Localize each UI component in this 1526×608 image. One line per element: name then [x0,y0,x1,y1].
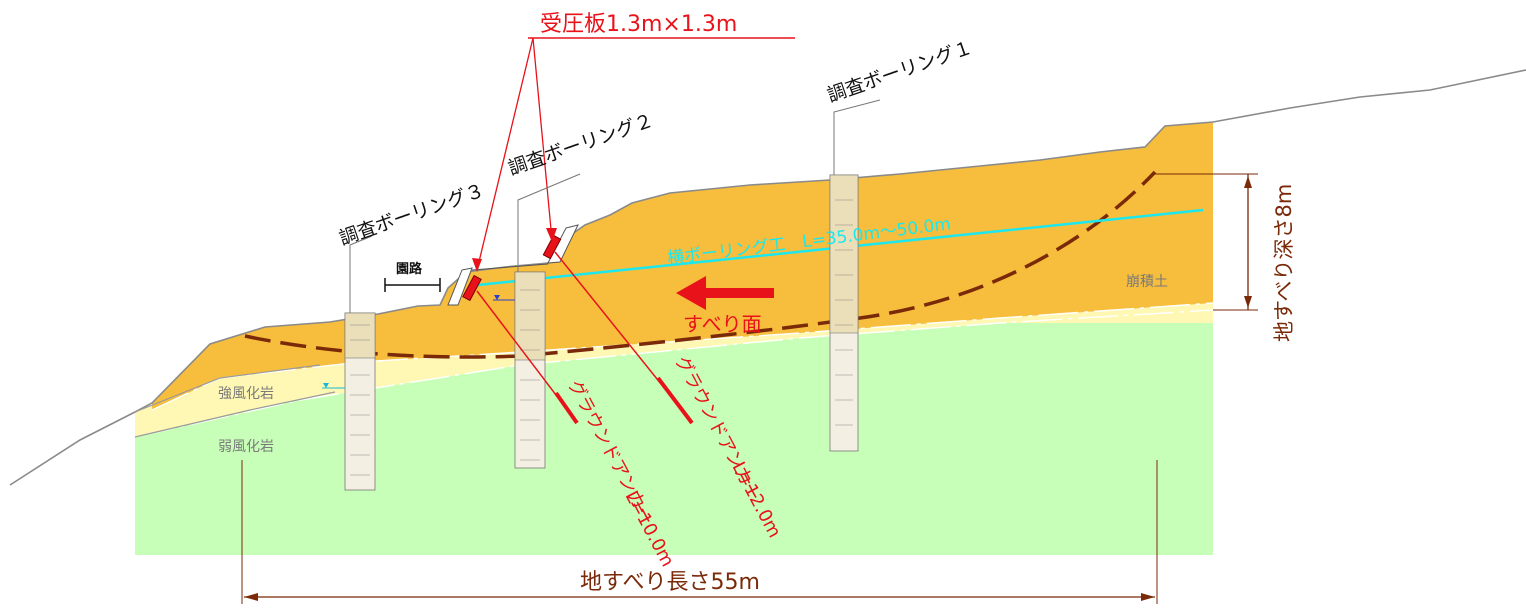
boring3-label: 調査ボーリング３ [336,179,487,249]
retaining-wall-lower [447,267,473,306]
borehole-3 [344,312,376,491]
rock-outline-line-2 [134,391,336,438]
pressure-plate-leader-2 [532,37,553,241]
pressure-plate-upper [542,234,562,260]
left-arrow-icon [676,276,774,310]
boring2-label: 調査ボーリング２ [505,109,656,179]
leader-arrowhead-2 [546,228,557,242]
road-dimension [384,278,441,292]
borehole-1 [829,174,859,452]
water-level-icon-2 [322,383,345,389]
boring1-leader [833,99,881,175]
borehole-2 [514,271,546,469]
slip-surface-label: すべり面 [683,312,762,336]
road-surface-line [471,263,549,271]
water-level-icon [493,295,515,301]
collapse-soil-layer [152,122,1213,410]
ground-anchor-2-bond [656,376,694,425]
leader-arrowhead-1 [472,258,482,272]
depth-dimension [1155,173,1258,311]
ground-anchor-1-bond [554,391,579,425]
pressure-plate-label: 受圧板1.3m×1.3m [540,12,737,37]
strong-weathered-label: 強風化岩 [218,386,274,402]
boring1-label: 調査ボーリング１ [824,36,975,106]
road-label: 園路 [396,261,423,277]
pressure-plate-leader-1 [476,37,534,271]
length-label: 地すべり長さ55m [580,570,760,595]
boring3-leader [349,235,373,313]
boring2-leader [517,173,581,272]
weak-weathered-rock-layer [135,310,1213,555]
ground-surface-line [9,69,1526,486]
weak-weathered-label: 弱風化岩 [218,439,274,455]
length-dimension [241,460,1158,604]
weathered-boundary-line [134,309,1214,438]
rock-outline-line [134,364,321,413]
depth-label: 地すべり深さ8m [1272,184,1296,342]
pressure-plate-lower [462,274,482,302]
collapse-soil-label: 崩積土 [1126,274,1168,290]
slip-surface-line [244,170,1157,359]
